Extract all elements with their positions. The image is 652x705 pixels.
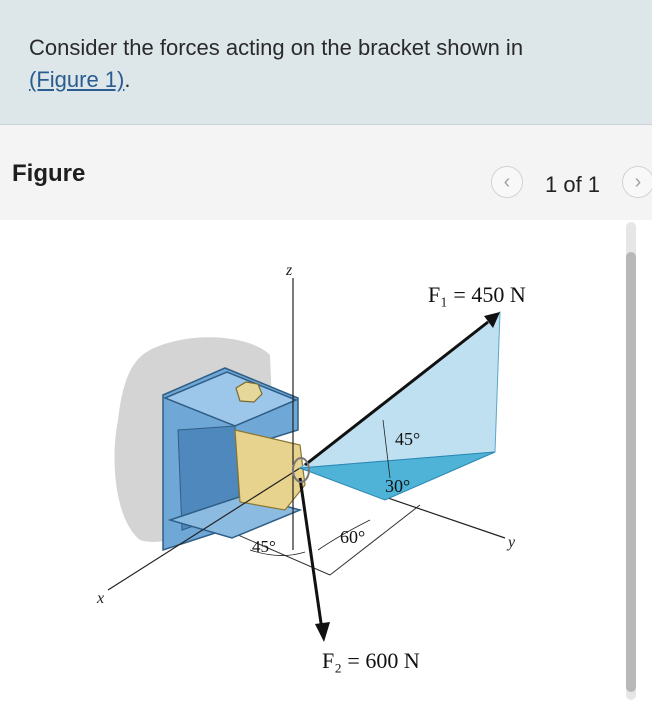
bolt-head-icon <box>235 381 263 403</box>
question-sentence: Consider the forces acting on the bracke… <box>29 35 524 60</box>
angle-30-label: 30° <box>385 476 410 496</box>
figure-scrollbar[interactable] <box>626 222 636 700</box>
force-f1-arrowhead <box>484 312 500 328</box>
force-f2-label: F₂ = 600 N <box>322 648 420 673</box>
previous-figure-button[interactable]: ‹ <box>491 166 523 198</box>
f1-horizontal-plane <box>299 451 496 501</box>
y-axis-label: y <box>506 534 516 551</box>
yellow-fitting <box>234 429 306 511</box>
question-text: Consider the forces acting on the bracke… <box>29 32 629 96</box>
force-f1-arrow <box>304 320 489 467</box>
chevron-left-icon: ‹ <box>503 171 511 193</box>
bracket-top-flange <box>163 371 298 427</box>
angle-60-arc <box>317 519 371 551</box>
figure-title: Figure <box>12 160 86 187</box>
bracket-force-diagram: z x y F₁ = 450 N 45° 30° F₂ = 600 N 60° … <box>96 262 526 673</box>
z-axis-label: z <box>285 262 293 279</box>
force-f2-arrowhead <box>315 622 330 642</box>
next-figure-button[interactable]: › <box>622 166 652 198</box>
force-f1-label: F₁ = 450 N <box>428 282 526 307</box>
floor-edge-2 <box>329 504 421 576</box>
question-period: . <box>124 67 131 92</box>
question-prompt-panel: Consider the forces acting on the bracke… <box>0 0 652 124</box>
force-f2-arrow <box>298 477 324 631</box>
x-axis <box>107 467 301 591</box>
angle-45-floor-arc <box>249 549 306 556</box>
cable-loop <box>292 457 310 483</box>
angle-60-label: 60° <box>340 527 365 547</box>
figure-area: z x y F₁ = 450 N 45° 30° F₂ = 600 N 60° … <box>0 220 652 700</box>
panel-divider <box>0 124 652 125</box>
figure-header <box>0 125 652 220</box>
figure-scroll-thumb[interactable] <box>626 252 636 692</box>
x-axis-label: x <box>96 590 104 607</box>
figure-link[interactable]: (Figure 1) <box>29 67 125 92</box>
figure-page-indicator: 1 of 1 <box>545 172 601 197</box>
angle-45-label: 45° <box>395 429 420 449</box>
angle-45-floor-label: 45° <box>252 537 276 556</box>
angle-45-marker <box>382 419 391 479</box>
chevron-right-icon: › <box>634 171 642 193</box>
